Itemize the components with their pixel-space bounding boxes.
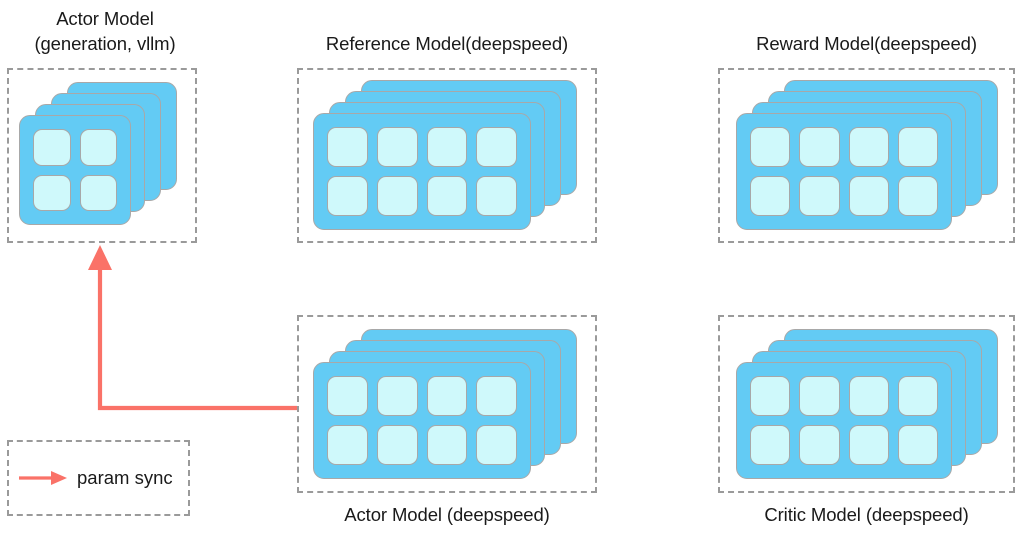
group-box-reward-model: [718, 68, 1015, 243]
chip: [426, 376, 468, 416]
group-box-actor-deepspeed: [297, 315, 597, 493]
chip: [476, 425, 517, 465]
chip: [426, 176, 468, 216]
card-stack-actor-deepspeed: [313, 329, 585, 481]
chip: [327, 176, 368, 216]
chip: [79, 129, 117, 166]
caption-critic-model: Critic Model (deepspeed): [764, 504, 969, 525]
chip: [476, 127, 517, 167]
chip: [897, 425, 938, 465]
chip: [426, 127, 468, 167]
card-layer-front: [736, 113, 952, 230]
card-stack-critic-model: [736, 329, 1004, 481]
caption-reference-model: Reference Model(deepspeed): [325, 33, 569, 54]
chip: [750, 376, 791, 416]
chip: [376, 376, 418, 416]
card-stack-reward-model: [736, 80, 1004, 232]
chip: [476, 176, 517, 216]
chip: [376, 127, 418, 167]
chip: [750, 176, 791, 216]
chip: [33, 174, 71, 211]
group-box-reference-model: [297, 68, 597, 243]
chip: [327, 376, 368, 416]
legend-box: param sync: [7, 440, 190, 516]
card-layer-front: [736, 362, 952, 479]
chip: [476, 376, 517, 416]
chip: [799, 127, 840, 167]
chip: [376, 176, 418, 216]
param-sync-arrow-icon: [17, 468, 69, 488]
chip: [848, 376, 889, 416]
chip: [327, 425, 368, 465]
legend-label: param sync: [77, 467, 173, 488]
chip: [79, 174, 117, 211]
chip: [33, 129, 71, 166]
chip: [897, 127, 938, 167]
chip: [799, 376, 840, 416]
param-sync-connector: [88, 245, 297, 411]
chip: [799, 425, 840, 465]
chip: [848, 176, 889, 216]
chip: [848, 127, 889, 167]
caption-actor-vllm: Actor Model (generation, vllm): [34, 8, 176, 54]
card-stack-reference-model: [313, 80, 585, 232]
chip: [426, 425, 468, 465]
caption-reward-model: Reward Model(deepspeed): [756, 33, 977, 54]
card-layer-front: [313, 113, 531, 230]
group-box-actor-vllm: [7, 68, 197, 243]
chip: [750, 425, 791, 465]
chip: [848, 425, 889, 465]
chip: [750, 127, 791, 167]
chip: [897, 376, 938, 416]
chip: [327, 127, 368, 167]
card-layer-front: [313, 362, 531, 479]
chip: [376, 425, 418, 465]
chip: [799, 176, 840, 216]
chip: [897, 176, 938, 216]
card-layer-front: [19, 115, 131, 225]
group-box-critic-model: [718, 315, 1015, 493]
card-stack-actor-vllm: [19, 82, 184, 227]
caption-actor-deepspeed: Actor Model (deepspeed): [344, 504, 550, 525]
